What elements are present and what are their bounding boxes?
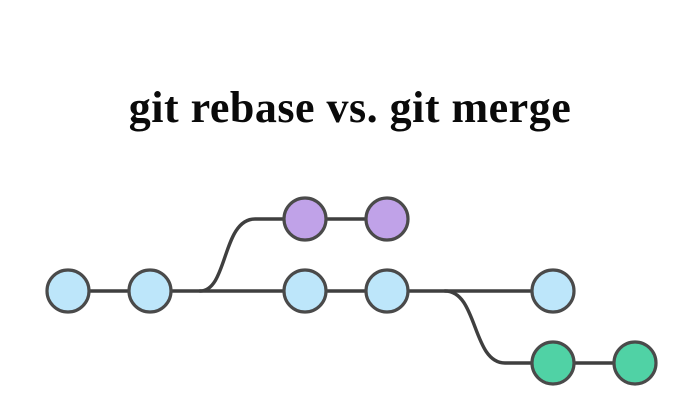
edge-topic-branch-curve (443, 289, 534, 365)
commit-node-topic-1[interactable] (530, 340, 576, 386)
edge-group (87, 217, 616, 365)
commit-node-main-4[interactable] (364, 268, 410, 314)
commit-node-feature-1[interactable] (282, 196, 328, 242)
node-group-topic (530, 340, 658, 386)
node-group-main (45, 268, 576, 314)
commit-node-feature-2[interactable] (364, 196, 410, 242)
commit-node-topic-2[interactable] (612, 340, 658, 386)
commit-node-main-3[interactable] (282, 268, 328, 314)
commit-node-main-1[interactable] (45, 268, 91, 314)
commit-node-main-2[interactable] (127, 268, 173, 314)
page-title: git rebase vs. git merge (128, 83, 572, 132)
node-group-feature (282, 196, 410, 242)
edge-feature-branch-curve (198, 217, 286, 293)
commit-node-main-5[interactable] (530, 268, 576, 314)
